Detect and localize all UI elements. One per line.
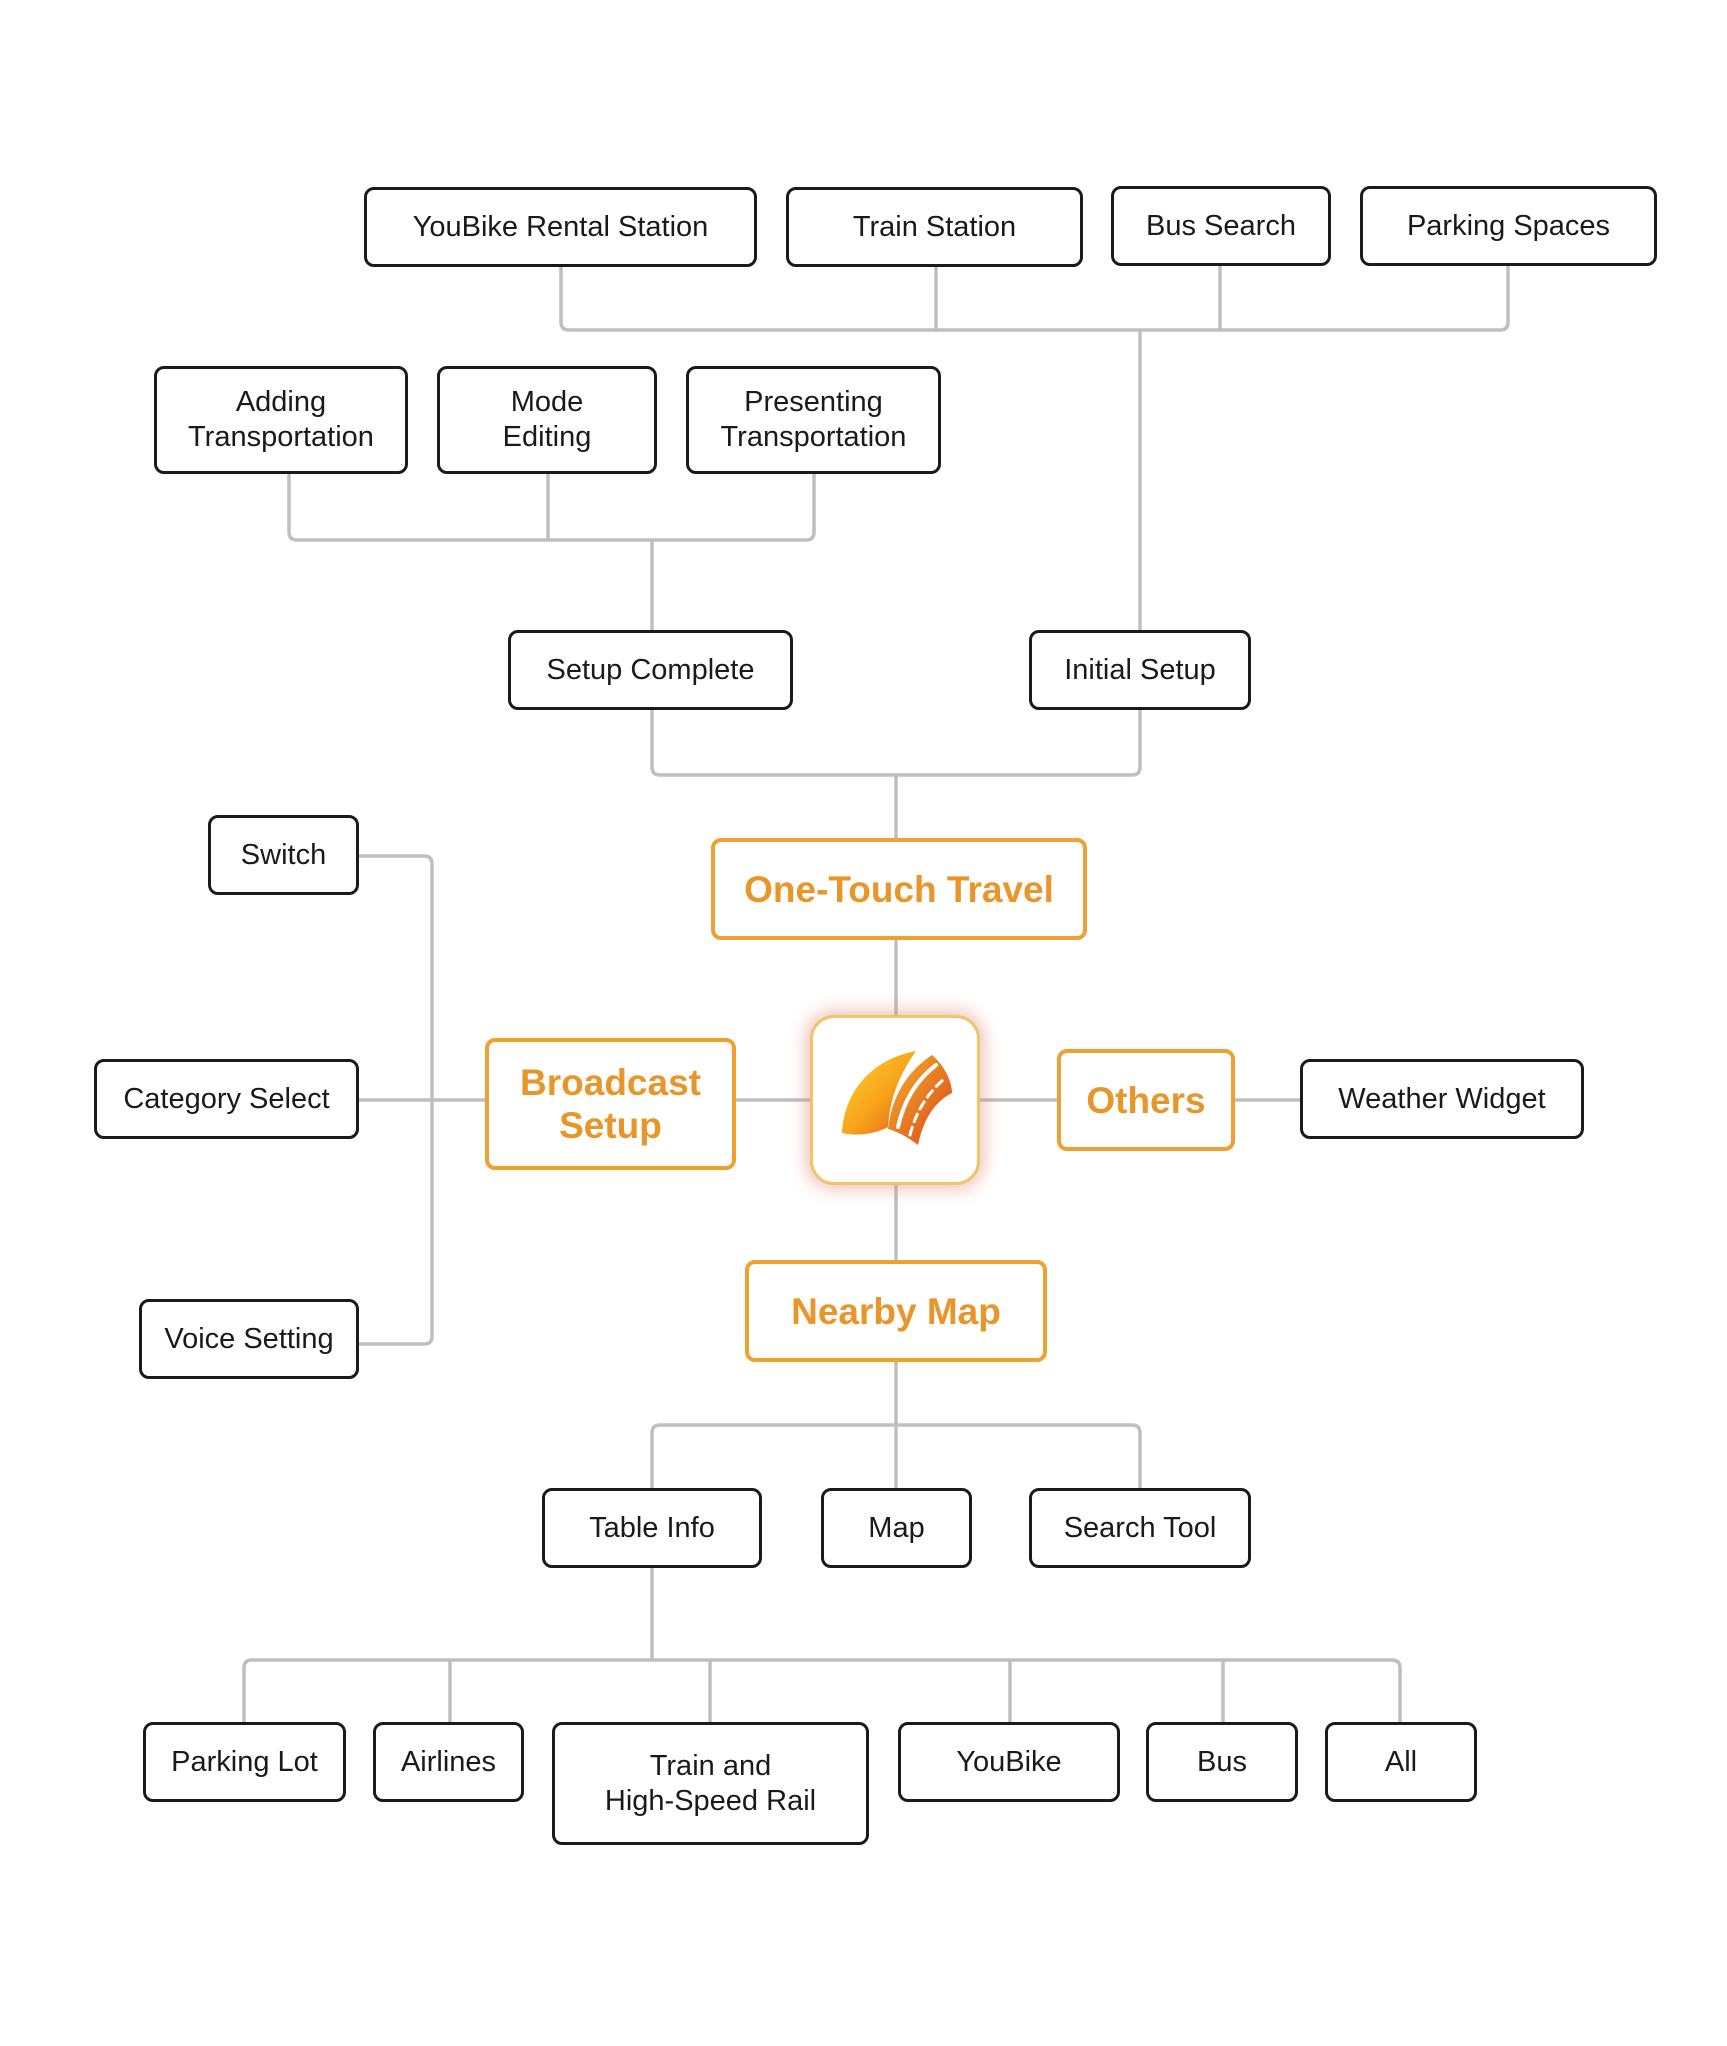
node-label: Weather Widget bbox=[1338, 1082, 1546, 1115]
node-airlines[interactable]: Airlines bbox=[373, 1722, 524, 1802]
node-label: All bbox=[1384, 1745, 1418, 1778]
node-nearby-map[interactable]: Nearby Map bbox=[745, 1260, 1047, 1362]
node-table-info[interactable]: Table Info bbox=[542, 1488, 762, 1568]
node-label: Others bbox=[1086, 1079, 1206, 1121]
connector-one-touch-children bbox=[650, 707, 1142, 777]
node-youbike-rental-station[interactable]: YouBike Rental Station bbox=[364, 187, 757, 267]
node-label: Initial Setup bbox=[1064, 653, 1216, 686]
node-parking-spaces[interactable]: Parking Spaces bbox=[1360, 186, 1657, 266]
node-label: Bus Search bbox=[1146, 209, 1296, 242]
node-youbike[interactable]: YouBike bbox=[898, 1722, 1120, 1802]
node-broadcast-setup[interactable]: Broadcast Setup bbox=[485, 1038, 736, 1170]
node-map[interactable]: Map bbox=[821, 1488, 972, 1568]
travel-road-logo-icon bbox=[842, 1051, 952, 1145]
node-label: Parking Lot bbox=[171, 1745, 318, 1778]
connector-table-info-children bbox=[242, 1658, 1402, 1725]
node-label: Switch bbox=[240, 838, 327, 871]
node-label: Bus bbox=[1197, 1745, 1247, 1778]
node-all[interactable]: All bbox=[1325, 1722, 1477, 1802]
node-label: Table Info bbox=[589, 1511, 715, 1544]
node-weather-widget[interactable]: Weather Widget bbox=[1300, 1059, 1584, 1139]
connector-initial-setup-children bbox=[559, 265, 1510, 332]
node-label: Search Tool bbox=[1063, 1511, 1217, 1544]
node-mode-editing[interactable]: Mode Editing bbox=[437, 366, 657, 474]
node-label: Broadcast Setup bbox=[520, 1062, 701, 1146]
node-initial-setup[interactable]: Initial Setup bbox=[1029, 630, 1251, 710]
node-label: Presenting Transportation bbox=[720, 386, 907, 453]
node-label: Adding Transportation bbox=[188, 386, 374, 453]
node-label: Parking Spaces bbox=[1406, 209, 1611, 242]
node-bus-search[interactable]: Bus Search bbox=[1111, 186, 1331, 266]
node-adding-transportation[interactable]: Adding Transportation bbox=[154, 366, 408, 474]
node-train-and-high-speed-rail[interactable]: Train and High-Speed Rail bbox=[552, 1722, 869, 1845]
node-label: YouBike Rental Station bbox=[412, 210, 709, 243]
node-label: Mode Editing bbox=[502, 386, 592, 453]
app-logo[interactable] bbox=[810, 1015, 980, 1185]
node-label: Airlines bbox=[400, 1745, 497, 1778]
node-search-tool[interactable]: Search Tool bbox=[1029, 1488, 1251, 1568]
node-train-station[interactable]: Train Station bbox=[786, 187, 1083, 267]
node-label: YouBike bbox=[956, 1745, 1062, 1778]
node-label: Voice Setting bbox=[164, 1322, 334, 1355]
node-presenting-transportation[interactable]: Presenting Transportation bbox=[686, 366, 941, 474]
node-category-select[interactable]: Category Select bbox=[94, 1059, 359, 1139]
node-label: Train Station bbox=[852, 210, 1017, 243]
node-switch[interactable]: Switch bbox=[208, 815, 359, 895]
node-others[interactable]: Others bbox=[1057, 1049, 1235, 1151]
node-label: Train and High-Speed Rail bbox=[604, 1749, 817, 1817]
node-parking-lot[interactable]: Parking Lot bbox=[143, 1722, 346, 1802]
node-bus[interactable]: Bus bbox=[1146, 1722, 1298, 1802]
node-one-touch-travel[interactable]: One-Touch Travel bbox=[711, 838, 1087, 940]
node-label: One-Touch Travel bbox=[744, 868, 1054, 910]
node-label: Category Select bbox=[123, 1082, 330, 1115]
node-label: Map bbox=[868, 1511, 925, 1544]
node-setup-complete[interactable]: Setup Complete bbox=[508, 630, 793, 710]
connector-setup-complete-children bbox=[287, 472, 816, 542]
node-label: Setup Complete bbox=[546, 653, 755, 686]
node-voice-setting[interactable]: Voice Setting bbox=[139, 1299, 359, 1379]
node-label: Nearby Map bbox=[791, 1290, 1001, 1332]
